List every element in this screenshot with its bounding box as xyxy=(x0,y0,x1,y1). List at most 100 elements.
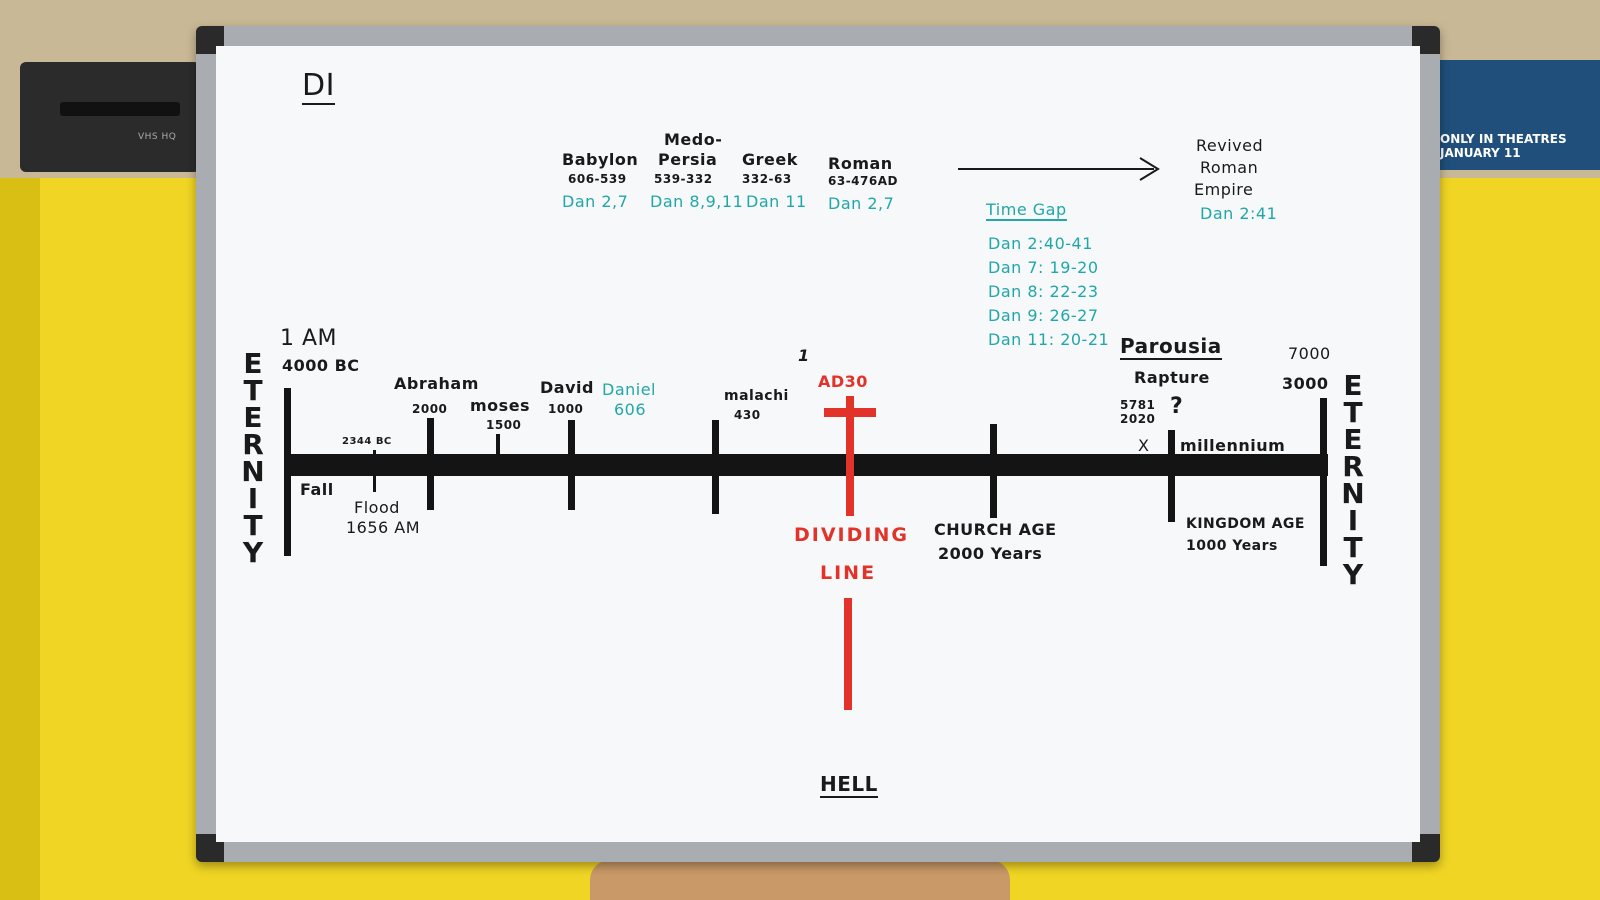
poster-line-1: ONLY IN THEATRES xyxy=(1440,132,1567,146)
eternity-letter: T xyxy=(1343,396,1363,429)
revived-line-1: Revived xyxy=(1196,136,1264,155)
time-gap-ref: Dan 9: 26-27 xyxy=(988,306,1099,325)
millennium-label: millennium xyxy=(1180,436,1286,455)
tick-moses xyxy=(496,434,500,470)
dividing-line-label: LINE xyxy=(820,562,877,584)
abraham-label: Abraham xyxy=(394,374,479,393)
eternity-letter: T xyxy=(1343,531,1363,564)
tick-start xyxy=(284,388,291,556)
time-gap-ref: Dan 2:40-41 xyxy=(988,234,1093,253)
tick-malachi xyxy=(712,420,719,514)
parousia-label: Parousia xyxy=(1120,334,1222,360)
present-year-1: 5781 xyxy=(1120,398,1156,412)
poster-text: ONLY IN THEATRES JANUARY 11 xyxy=(1440,132,1567,160)
empire-persia-dates: 539-332 xyxy=(654,172,713,186)
empire-greek: Greek xyxy=(742,150,798,169)
time-gap-ref: Dan 8: 22-23 xyxy=(988,282,1099,301)
dividing-label: DIVIDING xyxy=(794,524,909,546)
revived-line-3: Empire xyxy=(1194,180,1254,199)
wooden-stool xyxy=(590,860,1010,900)
end-am: 7000 xyxy=(1288,344,1331,363)
vcr: VHS HQ xyxy=(20,62,200,172)
empire-greek-ref: Dan 11 xyxy=(746,192,807,211)
fall-label: Fall xyxy=(300,480,334,499)
eternity-left: E T E R N I T Y xyxy=(238,347,268,569)
eternity-letter: N xyxy=(241,455,265,488)
start-am: 1 AM xyxy=(280,326,338,351)
empire-roman-dates: 63-476AD xyxy=(828,174,898,188)
movie-poster: ONLY IN THEATRES JANUARY 11 xyxy=(1420,60,1600,170)
eternity-letter: T xyxy=(243,509,263,542)
kingdom-age-years: 1000 Years xyxy=(1186,538,1278,554)
eternity-letter: T xyxy=(243,374,263,407)
eternity-letter: E xyxy=(243,401,263,434)
start-bc: 4000 BC xyxy=(282,356,360,375)
moses-label: moses xyxy=(470,396,531,415)
eternity-letter: Y xyxy=(242,536,264,569)
cross-mark: 1 xyxy=(798,346,810,365)
dividing-line-bar xyxy=(844,598,852,710)
flood-am: 1656 AM xyxy=(346,518,421,537)
tick-end xyxy=(1320,398,1327,566)
whiteboard: DI Babylon 606-539 Dan 2,7 Medo- Persia … xyxy=(216,46,1420,842)
malachi-label: malachi xyxy=(724,388,789,404)
poster-line-2: JANUARY 11 xyxy=(1440,146,1521,160)
malachi-date: 430 xyxy=(734,408,761,422)
empire-persia-ref: Dan 8,9,11 xyxy=(650,192,744,211)
time-gap-title: Time Gap xyxy=(986,200,1067,221)
tick-flood xyxy=(373,450,376,492)
kingdom-age-label: KINGDOM AGE xyxy=(1186,516,1305,532)
hell-label: HELL xyxy=(820,772,878,798)
revived-ref: Dan 2:41 xyxy=(1200,204,1278,223)
david-date: 1000 xyxy=(548,402,584,416)
empire-greek-dates: 332-63 xyxy=(742,172,792,186)
arrow-shaft xyxy=(958,168,1154,170)
end-ad: 3000 xyxy=(1282,374,1329,393)
moses-date: 1500 xyxy=(486,418,522,432)
eternity-letter: E xyxy=(1343,369,1363,402)
revived-line-2: Roman xyxy=(1200,158,1259,177)
abraham-date: 2000 xyxy=(412,402,448,416)
tick-abraham xyxy=(427,418,434,510)
tick-church xyxy=(990,424,997,518)
corner-label: DI xyxy=(302,68,335,105)
eternity-letter: R xyxy=(242,428,264,461)
church-age-years: 2000 Years xyxy=(938,544,1043,563)
eternity-letter: E xyxy=(1343,423,1363,456)
empire-babylon-dates: 606-539 xyxy=(568,172,627,186)
cabinet-shade xyxy=(0,178,40,900)
vcr-label: VHS HQ xyxy=(138,132,177,142)
vcr-slot xyxy=(60,102,180,116)
eternity-letter: I xyxy=(1347,504,1359,537)
eternity-letter: I xyxy=(247,482,259,515)
eternity-letter: R xyxy=(1342,450,1364,483)
david-label: David xyxy=(540,378,594,397)
timeline-bar xyxy=(288,454,1328,476)
empire-persia: Persia xyxy=(658,150,718,169)
time-gap-ref: Dan 7: 19-20 xyxy=(988,258,1099,277)
present-year-2: 2020 xyxy=(1120,412,1156,426)
eternity-right: E T E R N I T Y xyxy=(1338,369,1368,591)
church-age-label: CHURCH AGE xyxy=(934,520,1057,539)
present-marker: X xyxy=(1138,436,1150,455)
eternity-letter: Y xyxy=(1342,558,1364,591)
arrow-head-icon xyxy=(1139,157,1160,181)
daniel-date: 606 xyxy=(614,400,647,419)
present-question: ? xyxy=(1170,394,1184,419)
tick-david xyxy=(568,420,575,510)
flood-date: 2344 BC xyxy=(342,436,392,447)
rapture-label: Rapture xyxy=(1134,368,1210,387)
daniel-label: Daniel xyxy=(602,380,656,399)
eternity-letter: N xyxy=(1341,477,1365,510)
flood-label: Flood xyxy=(354,498,400,517)
empire-babylon-ref: Dan 2,7 xyxy=(562,192,629,211)
eternity-letter: E xyxy=(243,347,263,380)
empire-babylon: Babylon xyxy=(562,150,639,169)
empire-roman-ref: Dan 2,7 xyxy=(828,194,895,213)
cross-upright xyxy=(846,396,854,516)
tick-rapture xyxy=(1168,430,1175,522)
ad30-label: AD30 xyxy=(818,372,868,391)
time-gap-ref: Dan 11: 20-21 xyxy=(988,330,1110,349)
empire-medo-top: Medo- xyxy=(664,130,723,149)
empire-roman: Roman xyxy=(828,154,893,173)
